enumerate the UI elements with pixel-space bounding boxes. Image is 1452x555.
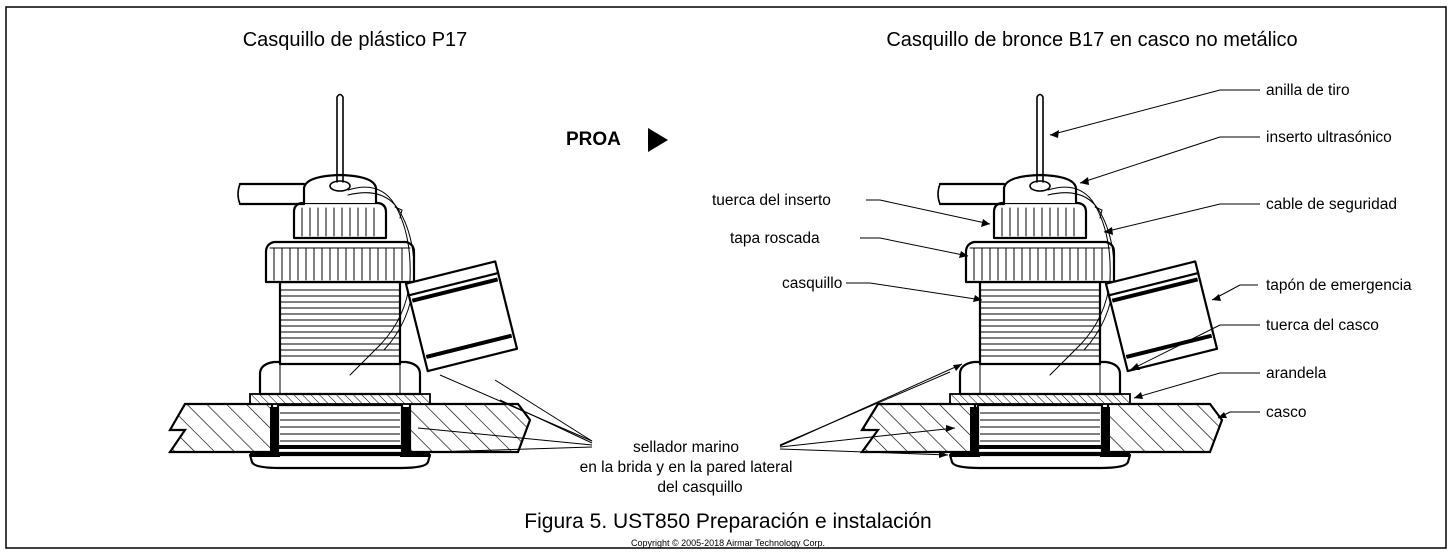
middle-annotations: tuerca del inserto tapa roscada casquill… xyxy=(712,192,991,302)
figure-frame xyxy=(5,6,1447,549)
sealant-line-1: sellador marino xyxy=(633,439,739,456)
label-threaded-cap: tapa roscada xyxy=(730,230,820,247)
label-bushing: casquillo xyxy=(782,275,842,292)
sealant-annotation: sellador marino en la brida y en la pare… xyxy=(417,363,963,496)
label-hull: casco xyxy=(1266,404,1307,421)
right-triangle-arrow-icon xyxy=(648,128,668,152)
bow-label: PROA xyxy=(566,129,621,150)
left-title: Casquillo de plástico P17 xyxy=(243,29,468,51)
left-hull-section xyxy=(167,402,532,454)
right-title: Casquillo de bronce B17 en casco no metá… xyxy=(886,29,1297,51)
label-ultrasonic-insert: inserto ultrasónico xyxy=(1266,129,1392,146)
label-hull-nut: tuerca del casco xyxy=(1266,317,1379,334)
label-safety-cable: cable de seguridad xyxy=(1266,196,1397,213)
sealant-line-3: del casquillo xyxy=(657,479,742,496)
sealant-line-2: en la brida y en la pared lateral xyxy=(580,459,793,476)
copyright: Copyright © 2005-2018 Airmar Technology … xyxy=(631,538,825,548)
right-hull-section xyxy=(859,402,1224,454)
label-emergency-plug: tapón de emergencia xyxy=(1266,277,1412,294)
label-washer: arandela xyxy=(1266,365,1327,382)
right-annotations: anilla de tiro inserto ultrasónico cable… xyxy=(1049,82,1412,421)
label-tow-ring: anilla de tiro xyxy=(1266,82,1350,99)
label-insert-nut: tuerca del inserto xyxy=(712,192,831,209)
figure-caption: Figura 5. UST850 Preparación e instalaci… xyxy=(524,510,931,533)
